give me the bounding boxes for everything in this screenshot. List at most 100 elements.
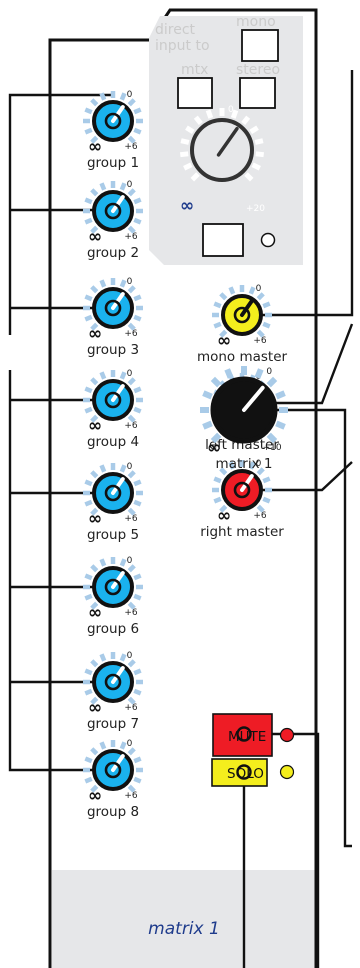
group-4-knob-mark-min: ∞ (88, 416, 102, 436)
group-6-knob-label: group 6 (87, 621, 139, 637)
solo-button-label: SOLO (227, 766, 264, 782)
stereo-button[interactable] (239, 77, 276, 109)
footer-panel (52, 870, 316, 968)
matrix-1-knob[interactable]: 0 ∞ +10 matrix 1 (200, 366, 288, 472)
right-master-knob-mark-max: +6 (253, 511, 267, 521)
direct-input-level-knob[interactable]: ∞+200 (179, 105, 265, 216)
mute-led (279, 727, 295, 743)
group-5-knob-scale (83, 463, 143, 516)
group-7-knob-cable-ring (104, 673, 122, 691)
direct-input-led (260, 232, 276, 248)
mono-master-knob-mark-max: +6 (253, 336, 267, 346)
group-6-knob-mark-min: ∞ (88, 603, 102, 623)
group-1-knob-mark-zero: 0 (127, 90, 133, 100)
direct-input-caption-2: input to (155, 38, 210, 54)
direct-input-knob-min: ∞ (180, 196, 194, 216)
group-2-knob-label: group 2 (87, 245, 139, 261)
group-2-knob-mark-zero: 0 (127, 180, 133, 190)
group-5-knob-mark-min: ∞ (88, 509, 102, 529)
cable-mono-master (242, 70, 354, 317)
group-6-knob-mark-max: +6 (124, 608, 138, 618)
group-2-knob-pointer (111, 195, 125, 213)
mute-cable-ring (236, 726, 252, 742)
solo-control: SOLO (211, 758, 295, 787)
group-3-knob-mark-max: +6 (124, 329, 138, 339)
group-8-knob-label: group 8 (87, 804, 139, 820)
footer-title: matrix 1 (148, 919, 220, 939)
group-1-knob-label: group 1 (87, 155, 139, 171)
group-4-knob-cable-ring (104, 391, 122, 409)
group-7-knob-label: group 7 (87, 716, 139, 732)
group-7-knob-mark-zero: 0 (127, 651, 133, 661)
right-master-knob-mark-zero: 0 (256, 459, 262, 469)
matrix-1-knob-mark-min: ∞ (207, 438, 221, 458)
group-1-knob-scale (83, 91, 143, 144)
group-7-knob-mark-min: ∞ (88, 698, 102, 718)
group-4-knob-label: group 4 (87, 434, 139, 450)
group-4-knob-mark-zero: 0 (127, 369, 133, 379)
group-3-knob-mark-min: ∞ (88, 324, 102, 344)
group-1-knob-mark-min: ∞ (88, 137, 102, 157)
stereo-label: stereo (236, 62, 280, 78)
solo-cable-ring (236, 764, 252, 780)
group-6-knob-scale (83, 557, 143, 610)
group-8-knob-pointer (111, 754, 125, 772)
matrix-1-knob-mark-max: +10 (263, 443, 282, 453)
group-6-knob-cable-ring (104, 578, 122, 596)
mono-master-knob-mark-zero: 0 (256, 284, 262, 294)
group-3-knob-scale (83, 278, 143, 331)
mute-control: MUTE (212, 713, 295, 757)
group-8-knob-mark-min: ∞ (88, 786, 102, 806)
matrix-1-knob-label: matrix 1 (216, 456, 273, 472)
group-8-knob-cable-ring (104, 761, 122, 779)
group-2-knob-mark-min: ∞ (88, 227, 102, 247)
mtx-label: mtx (181, 62, 208, 78)
group-7-knob-pointer (111, 666, 125, 684)
solo-button[interactable] (211, 758, 268, 787)
mono-label: mono (236, 14, 276, 30)
direct-input-knob-pointer (216, 126, 239, 157)
group-8-knob-scale (83, 740, 143, 793)
cable-group-4 (8, 370, 113, 772)
direct-input-button[interactable] (202, 223, 244, 257)
right-master-knob-scale (212, 460, 272, 513)
group-8-knob-mark-zero: 0 (127, 739, 133, 749)
mono-master-knob-pointer (240, 299, 254, 317)
matrix-1-knob-scale (200, 366, 288, 444)
group-1-knob-pointer (111, 105, 125, 123)
group-3-knob-mark-zero: 0 (127, 277, 133, 287)
solo-led (279, 764, 295, 780)
group-2-knob-scale (83, 181, 143, 234)
group-6-knob-pointer (111, 571, 125, 589)
group-5-knob-mark-max: +6 (124, 514, 138, 524)
mute-button[interactable] (212, 713, 273, 757)
group-5-knob-pointer (111, 477, 125, 495)
matrix-knob: 0 ∞ +10 matrix 1 (200, 366, 288, 472)
mono-master-knob-label: mono master (197, 349, 288, 365)
mtx-button[interactable] (177, 77, 213, 109)
group-2-knob[interactable]: 0 ∞ +6 group 2 (83, 180, 143, 261)
group-2-knob-mark-max: +6 (124, 232, 138, 242)
group-4-knob-pointer (111, 384, 125, 402)
right-master-knob-cable-ring (233, 481, 251, 499)
group-2-knob-cable-ring (104, 202, 122, 220)
matrix-1-knob-pointer (242, 385, 265, 412)
left-master-knob-label: left master (205, 437, 279, 453)
right-master-knob-mark-min: ∞ (217, 506, 231, 526)
right-master-knob-pointer (240, 474, 254, 492)
matrix-1-knob-mark-zero: 0 (266, 367, 272, 377)
cable-matrix-1 (244, 408, 352, 848)
cable-group-1 (8, 93, 113, 335)
mute-button-label: MUTE (228, 729, 266, 745)
mono-button[interactable] (241, 29, 279, 62)
